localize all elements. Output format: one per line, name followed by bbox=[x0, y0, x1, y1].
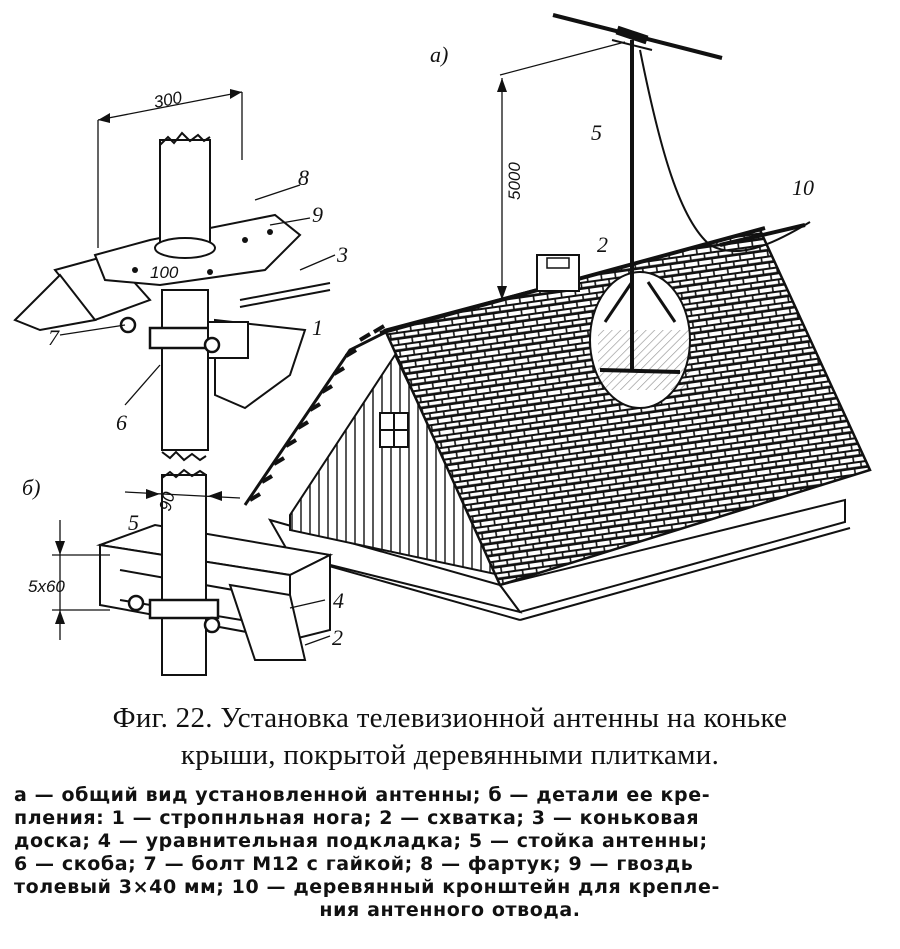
mount-detail-drawing bbox=[13, 89, 336, 462]
antenna-installation-diagram: а) б) 300 5000 100 90 5x60 1 2 2 3 4 5 5… bbox=[13, 13, 872, 676]
caption-title: Фиг. 22. Установка телевизионной антенны… bbox=[0, 700, 900, 774]
dimension-300: 300 bbox=[152, 88, 184, 112]
dimension-90: 90 bbox=[156, 489, 179, 513]
number-3: 3 bbox=[336, 242, 348, 267]
legend-line: ния антенного отвода. bbox=[319, 899, 581, 921]
antenna-feeder-cable bbox=[639, 49, 811, 253]
dimension-5x60: 5x60 bbox=[28, 577, 65, 596]
caption-title-line2: крыши, покрытой деревянными плитками. bbox=[180, 739, 720, 771]
dimension-100: 100 bbox=[150, 263, 179, 282]
part-label-b: б) bbox=[22, 475, 40, 500]
caption-title-line1: Установка телевизионной антенны на коньк… bbox=[220, 702, 788, 734]
legend-line: толевый 3×40 мм; 10 — деревянный кронште… bbox=[14, 876, 720, 898]
chimney bbox=[536, 254, 580, 292]
dimension-5000: 5000 bbox=[505, 162, 524, 200]
number-2-house: 2 bbox=[597, 232, 608, 257]
number-1: 1 bbox=[312, 315, 323, 340]
number-5-house: 5 bbox=[591, 120, 602, 145]
legend-line: а — общий вид установленной антенны; б —… bbox=[14, 784, 711, 806]
number-9: 9 bbox=[312, 202, 323, 227]
legend-line: 6 — скоба; 7 — болт М12 с гайкой; 8 — фа… bbox=[14, 853, 694, 875]
caption-legend: а — общий вид установленной антенны; б —… bbox=[14, 784, 886, 922]
number-4: 4 bbox=[333, 588, 344, 613]
number-7: 7 bbox=[48, 325, 60, 350]
number-2-detail: 2 bbox=[332, 625, 343, 650]
number-6: 6 bbox=[116, 410, 127, 435]
legend-line: доска; 4 — уравнительная подкладка; 5 — … bbox=[14, 830, 708, 852]
ridge-mount-detail bbox=[52, 468, 334, 676]
number-8: 8 bbox=[298, 165, 309, 190]
house-drawing bbox=[243, 13, 872, 621]
legend-line: пления: 1 — стропнльная нога; 2 — схватк… bbox=[14, 807, 700, 829]
number-5-detail: 5 bbox=[128, 510, 139, 535]
number-10: 10 bbox=[792, 175, 814, 200]
part-label-a: а) bbox=[430, 42, 448, 67]
figure-caption: Фиг. 22. Установка телевизионной антенны… bbox=[0, 700, 900, 922]
figure-number: Фиг. 22. bbox=[112, 702, 213, 734]
